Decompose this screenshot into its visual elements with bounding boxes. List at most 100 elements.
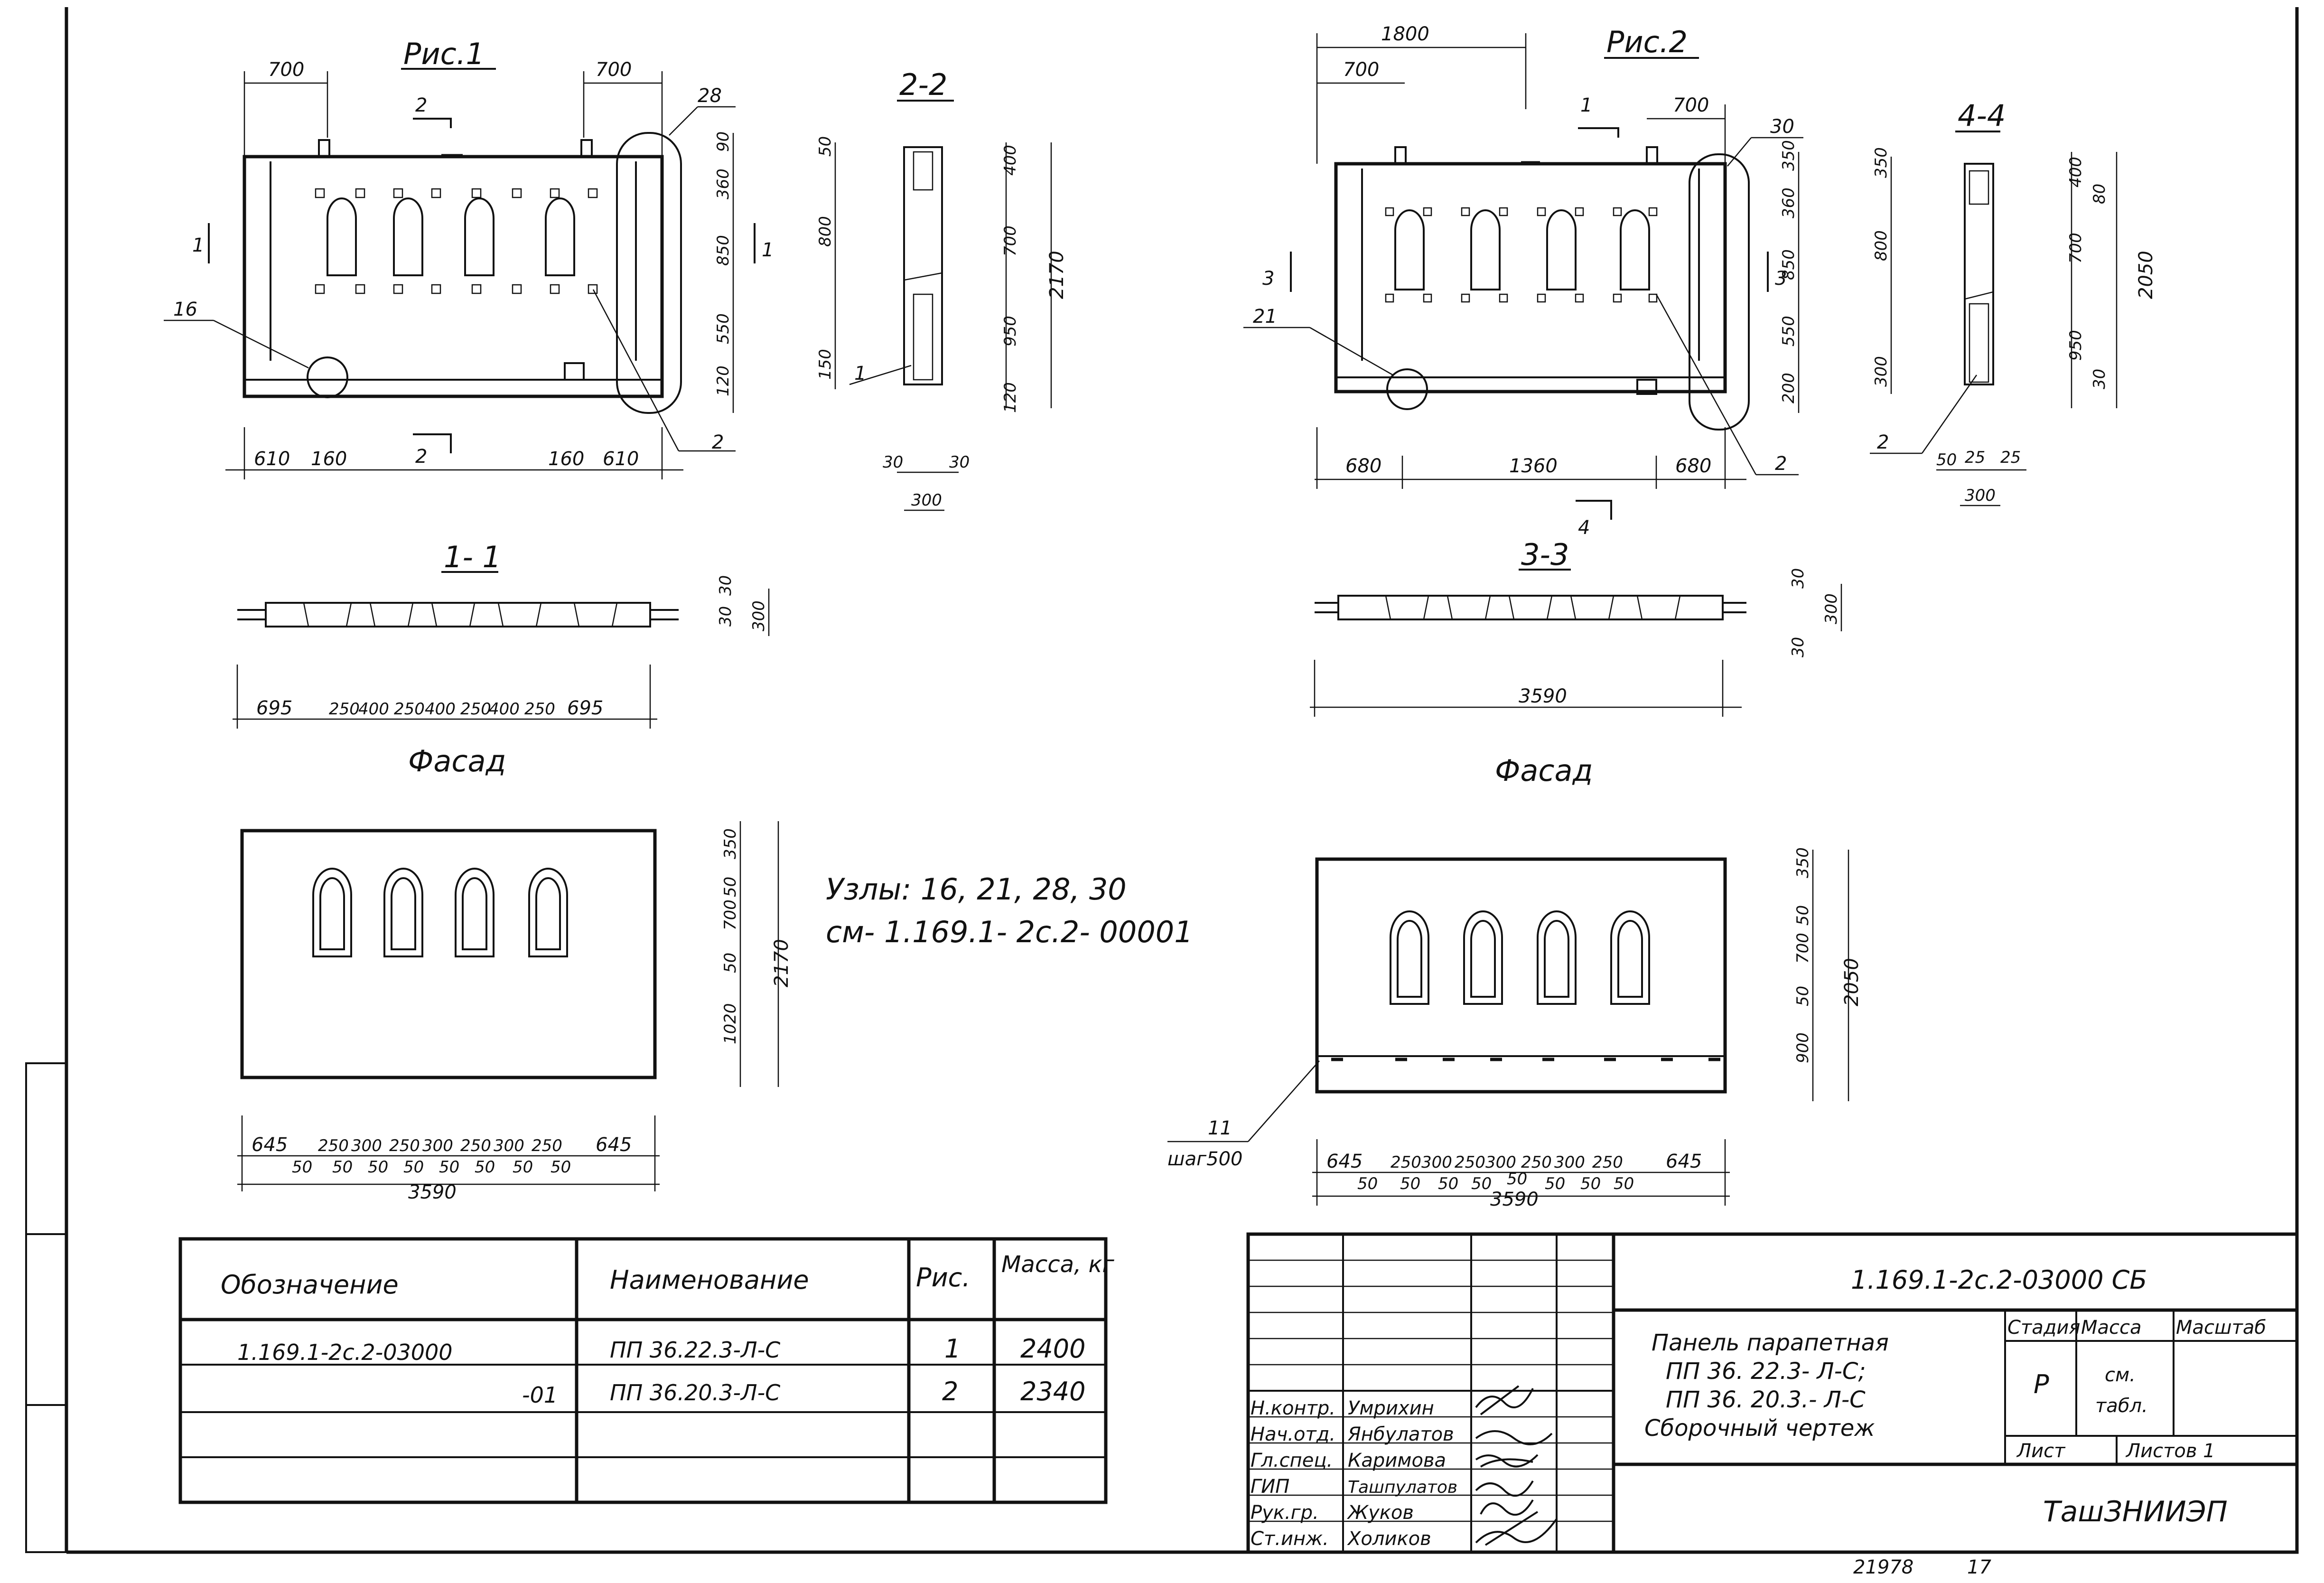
stamp-name-2: Янбулатов xyxy=(1347,1424,1454,1445)
facade1-db3: 300 xyxy=(351,1136,382,1155)
sec44-dim-b2: 25 xyxy=(1965,448,1985,467)
spec-header-designation: Обозначение xyxy=(221,1270,399,1300)
facade2-dl5: 50 xyxy=(1507,1170,1527,1189)
sec22-dim-r2: 700 xyxy=(1001,225,1020,256)
sec22-dim-r1: 400 xyxy=(1001,145,1020,176)
spec-row2-designation: -01 xyxy=(522,1382,558,1408)
fig1-mark-2-top: 2 xyxy=(415,94,427,116)
facade2-overall: 2050 xyxy=(1841,958,1863,1006)
footer-inv-number: 21978 xyxy=(1853,1556,1913,1578)
fig2-callout-2: 2 xyxy=(1775,453,1787,475)
stamp-name-3: Каримова xyxy=(1348,1450,1446,1471)
fig2-dim-r4: 550 xyxy=(1779,316,1798,347)
fig2-dim-top-700-right: 700 xyxy=(1673,94,1709,116)
facade1-db9: 645 xyxy=(596,1134,632,1156)
sec44-dim-b3: 25 xyxy=(2000,448,2021,467)
fig1-panel-drawing: Рис.1 700 700 2 xyxy=(164,37,774,479)
stamp-role-5: Рук.гр. xyxy=(1251,1502,1319,1524)
sec11-dim-b7: 400 xyxy=(489,700,520,719)
sec22-dim-b2: 30 xyxy=(949,453,970,472)
fig2-dim-b1: 680 xyxy=(1345,455,1381,477)
spec-header-name: Наименование xyxy=(610,1265,809,1295)
stamp-scale-header: Масштаб xyxy=(2176,1317,2266,1339)
facade2-db9: 645 xyxy=(1666,1151,1702,1172)
section-1-1: 1- 1 30 300 30 695 250 400 250 400 250 4… xyxy=(233,540,770,729)
spec-header-mass: Масса, кг xyxy=(1001,1251,1115,1278)
stamp-doc-code: 1.169.1-2с.2-03000 СБ xyxy=(1851,1265,2147,1295)
sec22-dim-r4: 120 xyxy=(1001,382,1020,413)
sec11-dim-b5: 400 xyxy=(425,700,456,719)
facade1-overall: 2170 xyxy=(771,939,793,987)
facade1-db6: 250 xyxy=(460,1136,491,1155)
facade2-dim-r2: 700 xyxy=(1793,933,1812,964)
facade1-db7: 300 xyxy=(494,1136,524,1155)
facade2-dl6: 50 xyxy=(1545,1174,1565,1193)
fig2-dim-b2: 1360 xyxy=(1509,455,1558,477)
spec-row2-fig: 2 xyxy=(942,1377,958,1406)
facade2-dl7: 50 xyxy=(1580,1174,1601,1193)
facade1-db2: 250 xyxy=(318,1136,349,1155)
sec44-dim-l2: 800 xyxy=(1872,230,1891,261)
fig1-callout-16: 16 xyxy=(173,299,197,320)
facade2-dim-r4: 50 xyxy=(1793,986,1812,1006)
stamp-org: ТашЗНИИЭП xyxy=(2043,1495,2228,1528)
facade1-dl8: 50 xyxy=(551,1158,571,1177)
facade1-overall-bottom: 3590 xyxy=(408,1181,457,1203)
facade1-dim-r1: 350 xyxy=(721,828,740,859)
fig2-dim-r5: 200 xyxy=(1779,373,1798,403)
facade2-dl2: 50 xyxy=(1400,1174,1420,1193)
fig1-dim-r3: 850 xyxy=(714,235,733,266)
facade2-db8: 250 xyxy=(1592,1153,1623,1172)
sec22-overall: 2170 xyxy=(1046,251,1068,299)
facade2-db7: 300 xyxy=(1554,1153,1585,1172)
stamp-role-6: Ст.инж. xyxy=(1251,1528,1329,1550)
sec11-dim-b2: 250 xyxy=(329,700,360,719)
facade2-overall-bottom: 3590 xyxy=(1490,1189,1539,1210)
footer-page-number: 17 xyxy=(1967,1556,1991,1578)
sec22-dim-l3: 150 xyxy=(816,349,835,380)
sec44-dim-r1: 400 xyxy=(2066,157,2085,187)
facade2-callout-note: шаг500 xyxy=(1167,1148,1242,1170)
fig1-mark-2-bottom: 2 xyxy=(415,446,427,468)
spec-row1-fig: 1 xyxy=(944,1334,961,1364)
sec11-dim-b1: 695 xyxy=(256,697,292,719)
sec22-dim-l1: 50 xyxy=(816,136,835,157)
fig2-mark-4: 4 xyxy=(1578,517,1590,539)
sec33-dim-r3: 30 xyxy=(1789,637,1808,657)
sec44-dim-b1: 50 xyxy=(1936,450,1957,469)
facade1-db1: 645 xyxy=(252,1134,288,1156)
facade2-dl3: 50 xyxy=(1438,1174,1458,1193)
fig1-mark-1-left: 1 xyxy=(192,234,204,256)
fig2-mark-3-left: 3 xyxy=(1262,268,1274,290)
fig2-dim-r1: 350 xyxy=(1779,140,1798,171)
facade2-callout-11: 11 xyxy=(1208,1117,1232,1139)
sec44-dim-r3: 700 xyxy=(2066,233,2085,263)
facade1-dim-r5: 1020 xyxy=(721,1003,740,1044)
sec11-dim-b3: 400 xyxy=(358,700,389,719)
facade1-db5: 300 xyxy=(422,1136,453,1155)
facade1-drawing: Фасад 350 700 50 50 1020 2170 645 250 30… xyxy=(237,744,793,1203)
fig1-title: Рис.1 xyxy=(403,37,485,71)
stamp-mass-value-1: см. xyxy=(2105,1364,2136,1386)
sec11-dim-b9: 695 xyxy=(567,697,603,719)
stamp-role-2: Нач.отд. xyxy=(1251,1424,1335,1445)
sec11-dim-b6: 250 xyxy=(460,700,491,719)
fig1-dim-b4: 610 xyxy=(603,448,639,470)
spec-table: Обозначение Наименование Рис. Масса, кг … xyxy=(178,1237,1115,1504)
facade2-db6: 250 xyxy=(1521,1153,1552,1172)
sec44-dim-b4: 300 xyxy=(1965,486,1996,505)
facade1-db8: 250 xyxy=(532,1136,562,1155)
stamp-title-line3: ПП 36. 20.3.- Л-С xyxy=(1666,1386,1866,1413)
spec-row1-mass: 2400 xyxy=(1020,1334,1085,1364)
fig2-dim-top-1800: 1800 xyxy=(1381,23,1429,45)
nodes-note-line1: Узлы: 16, 21, 28, 30 xyxy=(826,872,1127,907)
stamp-sheets-label: Листов 1 xyxy=(2125,1440,2215,1462)
stamp-name-1: Умрихин xyxy=(1348,1397,1434,1419)
facade2-dim-r3: 50 xyxy=(1793,905,1812,926)
stamp-role-4: ГИП xyxy=(1251,1476,1289,1498)
sec44-title: 4-4 xyxy=(1958,98,2006,133)
section-3-3: 3-3 30 300 30 3590 xyxy=(1310,537,1842,717)
facade1-dim-r4: 50 xyxy=(721,953,740,973)
title-block: 1.169.1-2с.2-03000 СБ Н.контр. Нач.отд. … xyxy=(1246,1232,2299,1554)
stamp-sheet-label: Лист xyxy=(2016,1440,2066,1462)
